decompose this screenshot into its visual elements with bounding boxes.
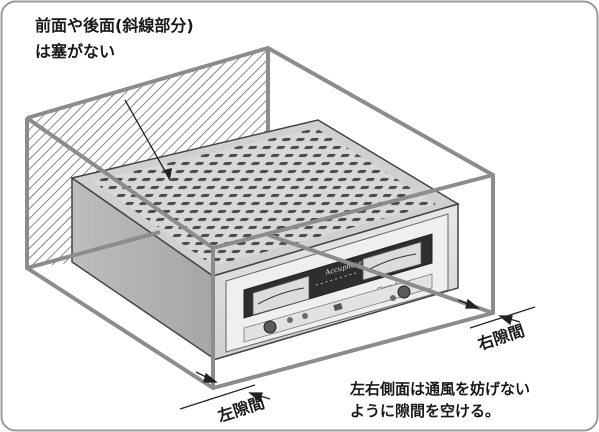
amplifier-unit: Accuphase Class-A: [70, 119, 460, 362]
power-switch: [333, 303, 343, 311]
clearance-box-front: [25, 116, 495, 390]
meter-left-scale: [257, 287, 305, 305]
callout-front-back-line2: は塞がない: [35, 42, 115, 61]
callout-front-back-line1: 前面や後面(斜線部分): [35, 16, 194, 35]
knob-small-1: [287, 317, 293, 323]
meter-right: [362, 241, 422, 281]
ventilation-grid: [92, 128, 436, 266]
side-note-line2: ように隙間を空ける。: [350, 402, 500, 420]
knob-right-small: [390, 295, 396, 301]
side-note-line1: 左右側面は通風を妨げない: [349, 380, 530, 398]
right-gap-indicator: [457, 298, 536, 329]
knob-right: [397, 285, 411, 299]
knob-small-2: [302, 313, 308, 319]
meter-center-ticks: [315, 272, 357, 286]
knob-left: [263, 320, 277, 334]
callout-leader-line: [124, 99, 171, 181]
meter-left: [252, 275, 310, 316]
callout-arrowhead: [164, 168, 172, 180]
meter-right-scale: [367, 253, 417, 271]
left-gap-indicator: [179, 371, 271, 410]
